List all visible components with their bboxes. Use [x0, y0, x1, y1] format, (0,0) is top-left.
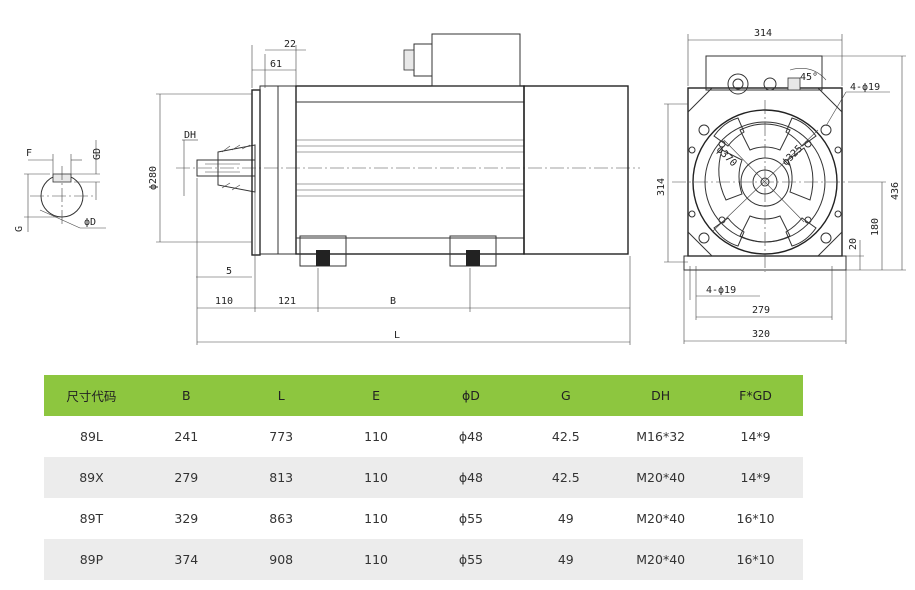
- cell-b: 329: [174, 511, 199, 526]
- dim-height-436: 436: [890, 182, 901, 200]
- dim-width-314: 314: [754, 28, 772, 39]
- header-b: B: [138, 375, 234, 416]
- dim-110: 110: [215, 296, 233, 307]
- shaft-key-section-view: F GD G ϕD: [14, 140, 106, 232]
- table-row: 89L 241 773 110 ϕ48 42.5 M16*32 14*9: [44, 416, 803, 457]
- table-row: 89T 329 863 110 ϕ55 49 M20*40 16*10: [44, 498, 803, 539]
- cell-l: 773: [269, 429, 294, 444]
- cell-code: 89L: [80, 429, 103, 444]
- dim-f: F: [26, 148, 32, 159]
- cell-e: 110: [364, 429, 388, 444]
- cell-od: ϕ48: [423, 457, 519, 498]
- cell-code: 89P: [44, 539, 139, 580]
- dim-61: 61: [270, 59, 282, 70]
- technical-drawing: F GD G ϕD: [14, 28, 906, 345]
- dim-angle-45: 45°: [800, 72, 818, 83]
- cell-e: 110: [364, 511, 388, 526]
- table-row: 89P 374 908 110 ϕ55 49 M20*40 16*10: [44, 539, 803, 580]
- cell-g: 49: [557, 511, 574, 526]
- cell-b: 241: [174, 429, 199, 444]
- cell-l: 813: [233, 457, 329, 498]
- cell-g: 42.5: [551, 429, 580, 444]
- dim-od: ϕD: [84, 217, 96, 228]
- cell-code: 89T: [79, 511, 104, 526]
- cell-e: 110: [328, 457, 424, 498]
- header-od: ϕD: [423, 375, 519, 416]
- dim-width-320: 320: [752, 329, 770, 340]
- dimension-spec-table: 尺寸代码 B L E ϕD G DH F*GD 89L 241 773 110 …: [44, 375, 803, 580]
- cell-f-gd: 14*9: [708, 457, 803, 498]
- dim-phi370: ϕ370: [714, 144, 739, 169]
- header-size-code: 尺寸代码: [44, 375, 139, 416]
- dim-121: 121: [278, 296, 296, 307]
- motor-end-view: ϕ370 ϕ325 314 45° 4-ϕ19 314 436 180 20: [656, 28, 906, 344]
- dim-b: B: [390, 296, 396, 307]
- table-header-row: 尺寸代码 B L E ϕD G DH F*GD: [44, 375, 803, 416]
- cell-f-gd: 16*10: [736, 511, 775, 526]
- dim-g: G: [14, 226, 25, 232]
- cell-dh: M20*40: [613, 539, 709, 580]
- cell-e: 110: [328, 539, 424, 580]
- dim-22: 22: [284, 39, 296, 50]
- cell-od: ϕ55: [458, 511, 484, 526]
- dim-gd: GD: [92, 148, 103, 160]
- cell-od: ϕ55: [423, 539, 519, 580]
- motor-side-view: 22 61 ϕ280 DH 5 110 121 B L: [148, 33, 640, 345]
- dim-height-180: 180: [870, 218, 881, 236]
- header-l: L: [233, 375, 329, 416]
- cell-dh: M20*40: [636, 511, 686, 526]
- cell-b: 279: [138, 457, 234, 498]
- dim-holes-top: 4-ϕ19: [850, 82, 880, 93]
- header-e: E: [328, 375, 424, 416]
- header-g: G: [518, 375, 614, 416]
- dim-width-279: 279: [752, 305, 770, 316]
- dim-phi280: ϕ280: [148, 166, 159, 190]
- cell-dh: M20*40: [613, 457, 709, 498]
- header-f-gd: F*GD: [708, 375, 803, 416]
- cell-g: 42.5: [518, 457, 614, 498]
- cell-code: 89X: [44, 457, 139, 498]
- dim-height-20: 20: [848, 238, 859, 250]
- dim-5: 5: [226, 266, 232, 277]
- table-row: 89X 279 813 110 ϕ48 42.5 M20*40 14*9: [44, 457, 803, 498]
- cell-b: 374: [138, 539, 234, 580]
- dim-phi325: ϕ325: [780, 143, 805, 168]
- cell-l: 908: [233, 539, 329, 580]
- cell-f-gd: 16*10: [708, 539, 803, 580]
- cell-l: 863: [269, 511, 294, 526]
- header-dh: DH: [613, 375, 709, 416]
- cell-od: ϕ48: [458, 429, 484, 444]
- dim-l: L: [394, 330, 400, 341]
- cell-dh: M16*32: [636, 429, 686, 444]
- dim-dh: DH: [184, 130, 196, 141]
- cell-f-gd: 14*9: [740, 429, 771, 444]
- dim-holes-bottom: 4-ϕ19: [706, 285, 736, 296]
- dim-height-314: 314: [656, 178, 667, 196]
- cell-g: 49: [518, 539, 614, 580]
